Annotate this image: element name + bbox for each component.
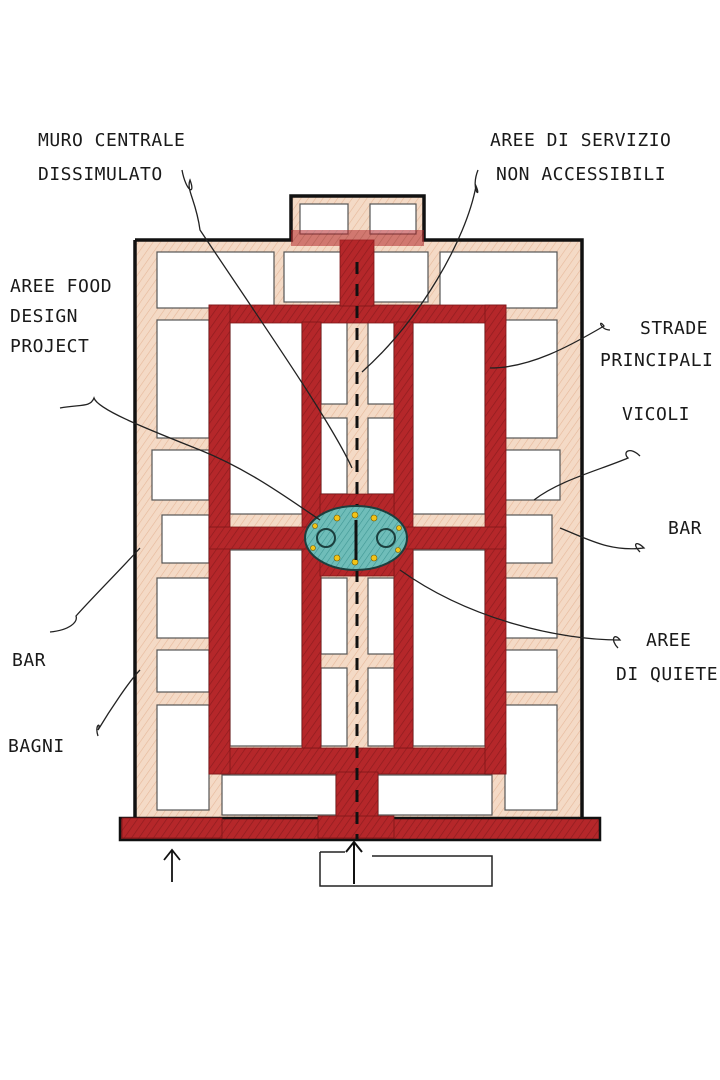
- room-block-large: [229, 549, 303, 747]
- room-block-large: [229, 321, 303, 515]
- leader-strade: [489, 322, 611, 369]
- room-block: [439, 251, 558, 309]
- leader-lines: [49, 169, 646, 737]
- annotation-labels: MURO CENTRALE DISSIMULATO AREE DI SERVIZ…: [8, 130, 718, 757]
- rest-area-seat: [316, 528, 336, 548]
- label-muro-line2: DISSIMULATO: [38, 164, 163, 185]
- room-block-small: [367, 577, 395, 655]
- room-block-small: [367, 667, 395, 747]
- room-block: [156, 649, 210, 693]
- room-block-small: [320, 667, 348, 747]
- leader-food: [59, 396, 321, 521]
- room-block: [504, 704, 558, 811]
- room-block: [161, 514, 210, 564]
- room-block-large: [412, 549, 486, 747]
- room-block: [151, 449, 210, 501]
- rest-area-dots: [310, 511, 402, 566]
- room-block-small: [320, 321, 348, 405]
- room-block: [504, 649, 558, 693]
- room-block: [504, 319, 558, 439]
- label-strade-line2: PRINCIPALI: [600, 350, 713, 371]
- label-bar-left: BAR: [12, 650, 46, 671]
- label-strade-line1: STRADE: [640, 318, 708, 339]
- side-entrance-arrow: [163, 848, 181, 882]
- leader-servizio: [361, 169, 479, 373]
- leader-bagni: [96, 669, 141, 737]
- room-block: [369, 203, 417, 235]
- room-block-small: [320, 577, 348, 655]
- leader-muro: [181, 169, 353, 469]
- room-block: [156, 251, 275, 309]
- label-vicoli: VICOLI: [622, 404, 690, 425]
- room-block: [377, 774, 493, 816]
- label-bar-right: BAR: [668, 518, 702, 539]
- room-block: [283, 251, 347, 303]
- room-block-small: [320, 417, 348, 495]
- label-food-line2: DESIGN: [10, 306, 78, 327]
- label-quiete-line2: DI QUIETE: [616, 664, 718, 685]
- rest-area: [304, 505, 408, 571]
- label-servizio-line1: AREE DI SERVIZIO: [490, 130, 671, 151]
- room-block: [504, 514, 553, 564]
- label-muro-line1: MURO CENTRALE: [38, 130, 185, 151]
- room-block: [221, 774, 337, 816]
- room-block: [299, 203, 349, 235]
- entrance-arrow: [345, 840, 363, 884]
- entrance-outline: [319, 851, 493, 887]
- leader-vicoli: [533, 450, 641, 501]
- room-block: [367, 251, 429, 303]
- leader-quiete: [399, 569, 622, 649]
- label-food-line1: AREE FOOD: [10, 276, 112, 297]
- room-block: [504, 449, 561, 501]
- bottom-left-corner: [121, 817, 223, 839]
- room-block-large: [412, 321, 486, 515]
- label-servizio-line2: NON ACCESSIBILI: [496, 164, 666, 185]
- room-block: [156, 704, 210, 811]
- label-quiete-line1: AREE: [646, 630, 691, 651]
- leader-bar-left: [49, 547, 141, 633]
- label-bagni: BAGNI: [8, 736, 65, 757]
- room-blocks: [151, 203, 561, 816]
- top-annex-hatch: [291, 230, 424, 246]
- label-food-line3: PROJECT: [10, 336, 89, 357]
- room-block-small: [367, 417, 395, 495]
- room-block: [156, 319, 210, 439]
- leader-bar-right: [559, 527, 646, 553]
- room-block: [156, 577, 210, 639]
- rest-area-seat: [376, 528, 396, 548]
